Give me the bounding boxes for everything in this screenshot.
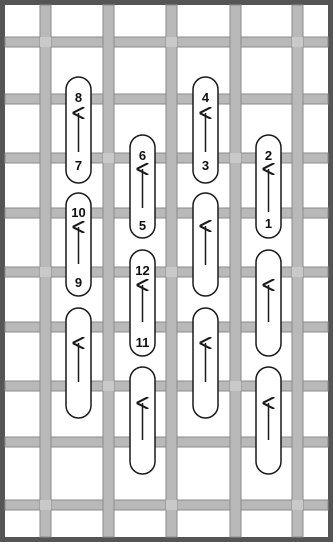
stitch-unnumbered xyxy=(193,193,218,296)
stitch-7-8: 8 7 xyxy=(66,77,91,183)
stitch-number-2: 2 xyxy=(265,148,272,163)
stitch-unnumbered xyxy=(256,367,281,474)
stitch-number-11: 11 xyxy=(136,335,150,350)
stitch-number-5: 5 xyxy=(139,218,146,233)
stitch-unnumbered xyxy=(66,308,91,418)
stitch-number-1: 1 xyxy=(265,216,272,231)
stitch-unnumbered xyxy=(193,308,218,418)
stitch-9-10: 10 9 xyxy=(66,193,91,296)
stitch-number-6: 6 xyxy=(139,148,146,163)
vertical-thread xyxy=(230,5,241,537)
stitch-11-12: 12 11 xyxy=(130,250,155,356)
stitch-number-9: 9 xyxy=(75,275,82,290)
vertical-thread xyxy=(103,5,114,537)
stitch-number-10: 10 xyxy=(71,205,85,220)
stitch-1-2: 2 1 xyxy=(256,135,281,238)
stitch-number-3: 3 xyxy=(202,158,209,173)
stitch-unnumbered xyxy=(256,250,281,356)
stitch-number-8: 8 xyxy=(75,90,82,105)
stitch-5-6: 6 5 xyxy=(130,135,155,238)
stitch-number-4: 4 xyxy=(202,90,210,105)
stitch-number-12: 12 xyxy=(135,263,149,278)
stitch-number-7: 7 xyxy=(75,158,82,173)
stitch-3-4: 4 3 xyxy=(193,77,218,183)
stitch-unnumbered xyxy=(130,367,155,474)
